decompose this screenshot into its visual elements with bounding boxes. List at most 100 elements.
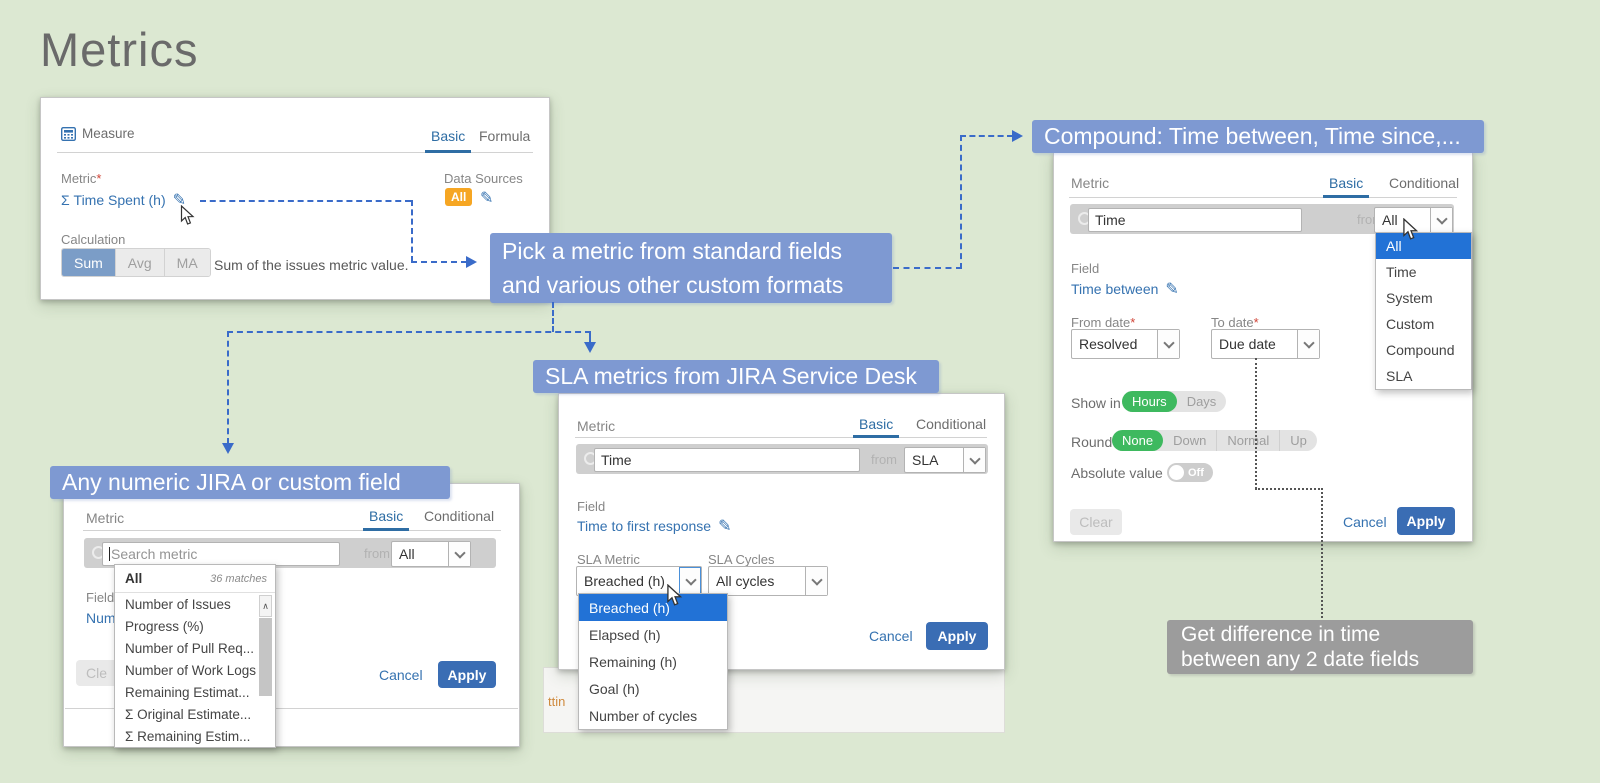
annotation-numeric: Any numeric JIRA or custom field <box>50 466 450 499</box>
menu-item[interactable]: SLA <box>1386 368 1413 384</box>
menu-item[interactable]: Number of Pull Req... <box>125 640 255 656</box>
tab-basic[interactable]: Basic <box>859 416 894 432</box>
apply-button[interactable]: Apply <box>438 661 496 688</box>
menu-item[interactable]: Number of Issues <box>125 596 231 612</box>
calc-ma-button[interactable]: MA <box>163 249 210 276</box>
arrow-segment <box>960 135 962 269</box>
edit-pencil-icon[interactable]: ✎ <box>1165 281 1179 298</box>
data-sources-badge[interactable]: All <box>445 188 473 206</box>
calculator-icon <box>61 126 76 141</box>
menu-item[interactable]: Breached (h) <box>579 594 727 621</box>
tab-conditional[interactable]: Conditional <box>916 416 987 432</box>
search-input[interactable]: Time <box>594 448 860 472</box>
menu-item[interactable]: Elapsed (h) <box>589 626 661 643</box>
chevron-down-icon[interactable] <box>679 567 701 595</box>
from-label: from <box>364 546 390 561</box>
source-select[interactable]: SLA <box>904 447 986 473</box>
annotation-date-difference: Get difference in time between any 2 dat… <box>1167 620 1473 674</box>
sla-cycles-select[interactable]: All cycles <box>708 566 828 596</box>
tab-basic[interactable]: Basic <box>1329 175 1364 191</box>
tab-formula[interactable]: Formula <box>479 128 531 144</box>
tab-basic[interactable]: Basic <box>369 508 404 524</box>
menu-item[interactable]: Time <box>1386 264 1417 280</box>
menu-item[interactable]: All <box>1376 233 1471 259</box>
menu-item[interactable]: Number of Work Logs <box>125 662 257 678</box>
calculation-description: Sum of the issues metric value. <box>214 257 409 273</box>
chevron-down-icon[interactable] <box>963 448 985 472</box>
tab-basic[interactable]: Basic <box>431 128 466 144</box>
search-input[interactable]: Time <box>1088 208 1302 232</box>
menu-item[interactable]: Σ Original Estimate... <box>125 706 252 722</box>
round-normal-option[interactable]: Normal <box>1216 430 1279 451</box>
toggle-state-label: Off <box>1188 466 1204 479</box>
menu-item[interactable]: Number of cycles <box>589 707 698 724</box>
absolute-value-toggle[interactable]: Off <box>1167 463 1213 482</box>
active-tab-underline <box>853 435 899 438</box>
source-select-value: All <box>399 546 415 562</box>
edit-pencil-icon[interactable]: ✎ <box>480 190 494 207</box>
edit-pencil-icon[interactable]: ✎ <box>172 192 187 209</box>
sla-metric-value: Breached (h) <box>584 573 665 589</box>
show-hours-option[interactable]: Hours <box>1122 391 1177 412</box>
clear-button[interactable]: Clear <box>1070 509 1122 535</box>
menu-item[interactable]: Remaining (h) <box>589 653 677 670</box>
edit-pencil-icon[interactable]: ✎ <box>718 518 732 535</box>
dotted-connector <box>1321 488 1323 618</box>
metric-value-link[interactable]: Σ Time Spent (h)✎ <box>61 192 187 209</box>
measure-title: Measure <box>82 126 135 141</box>
arrow-head-down <box>584 342 596 353</box>
mouse-pointer-icon <box>180 204 195 231</box>
to-date-value: Due date <box>1219 336 1276 352</box>
source-select-value: SLA <box>912 452 939 468</box>
sla-metric-label: SLA Metric <box>577 552 640 567</box>
menu-item[interactable]: Remaining Estimat... <box>125 684 250 700</box>
menu-item[interactable]: Progress (%) <box>125 618 204 634</box>
absolute-value-label: Absolute value <box>1071 465 1163 481</box>
apply-button[interactable]: Apply <box>1397 507 1455 535</box>
chevron-down-icon[interactable] <box>1297 330 1319 358</box>
chevron-down-icon[interactable] <box>1430 208 1452 232</box>
cancel-button[interactable]: Cancel <box>1343 514 1387 530</box>
arrow-segment <box>893 267 962 269</box>
menu-item[interactable]: Custom <box>1386 316 1435 332</box>
chevron-down-icon[interactable] <box>805 567 827 595</box>
field-value-link[interactable]: Time to first response✎ <box>577 518 732 535</box>
chevron-down-icon[interactable] <box>448 542 470 566</box>
menu-item[interactable]: Compound <box>1386 342 1455 358</box>
sla-metric-select[interactable]: Breached (h) <box>576 566 702 596</box>
round-toggle-group: None Down Normal Up <box>1112 430 1317 451</box>
show-days-option[interactable]: Days <box>1186 394 1217 409</box>
scrollbar-thumb[interactable] <box>259 618 272 696</box>
field-value-link[interactable]: Num <box>86 610 116 626</box>
metric-results-dropdown: All 36 matches Number of Issues Progress… <box>114 564 276 748</box>
tab-conditional[interactable]: Conditional <box>1389 175 1460 191</box>
menu-item[interactable]: System <box>1386 290 1433 306</box>
source-select[interactable]: All <box>391 541 471 567</box>
field-value-link[interactable]: Time between✎ <box>1071 281 1179 298</box>
calc-avg-button[interactable]: Avg <box>114 249 164 276</box>
round-none-option[interactable]: None <box>1112 430 1164 451</box>
apply-button[interactable]: Apply <box>926 622 988 650</box>
mouse-pointer-icon <box>1402 217 1419 246</box>
menu-item[interactable]: Goal (h) <box>589 680 640 697</box>
cancel-button[interactable]: Cancel <box>379 667 423 683</box>
round-up-option[interactable]: Up <box>1279 430 1317 451</box>
menu-item[interactable]: Σ Remaining Estim... <box>125 728 251 744</box>
scrollbar[interactable]: ∧ <box>259 595 272 696</box>
round-down-option[interactable]: Down <box>1173 433 1207 448</box>
annotation-pick-metric: Pick a metric from standard fields and v… <box>490 233 892 303</box>
to-date-select[interactable]: Due date <box>1211 329 1320 359</box>
from-date-select[interactable]: Resolved <box>1071 329 1180 359</box>
calc-sum-button[interactable]: Sum <box>62 249 115 276</box>
mouse-pointer-icon <box>666 583 683 612</box>
cancel-button[interactable]: Cancel <box>869 628 913 644</box>
active-tab-underline <box>1323 195 1369 198</box>
measure-header: Measure <box>61 126 135 141</box>
arrow-head-right <box>1012 130 1023 142</box>
search-input[interactable]: Search metric <box>102 542 340 566</box>
tab-conditional[interactable]: Conditional <box>424 508 495 524</box>
chevron-down-icon[interactable] <box>1157 330 1179 358</box>
scroll-up-icon[interactable]: ∧ <box>259 595 272 617</box>
header-divider <box>1069 197 1457 198</box>
dotted-connector <box>1255 358 1257 489</box>
